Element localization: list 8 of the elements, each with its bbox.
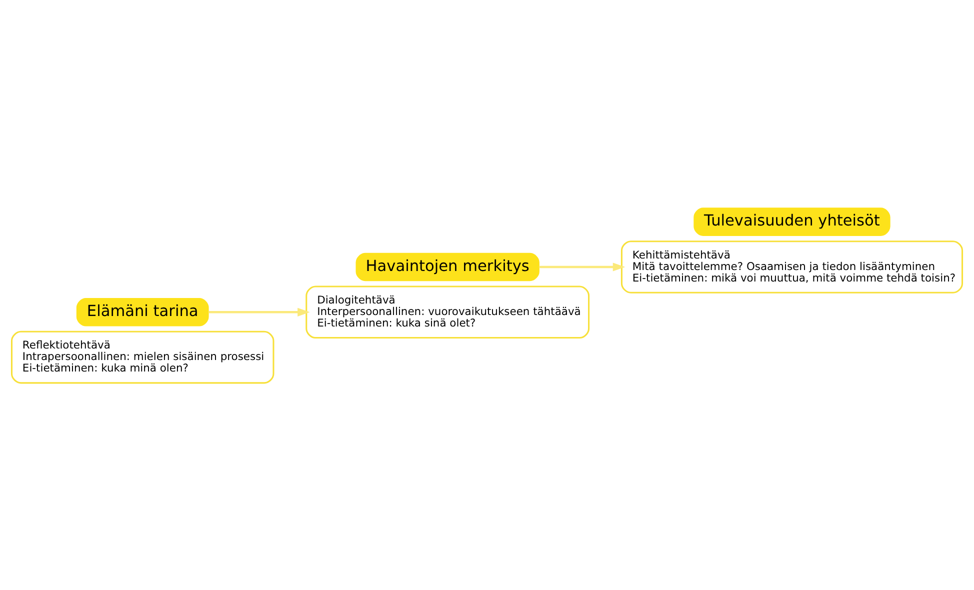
node-box: Kehittämistehtävä Mitä tavoittelemme? Osaamisen ja tiedon lisääntyminen Ei-tietäminen: mikä voi muuttua, mitä voimme tehdä toisin? [620,240,964,293]
node-box: Elämäni tarina [76,297,209,326]
node-box: Dialogitehtävä Interpersoonallinen: vuorovaikutukseen tähtäävä Ei-tietäminen: kuka sinä olet? [306,285,590,338]
node-box: Havaintojen merkitys [356,252,540,281]
node-box: Reflektiotehtävä Intrapersoonallinen: mielen sisäinen prosessi Ei-tietäminen: kuka minä olen? [10,330,274,384]
arrow [539,262,626,271]
node-box: Tulevaisuuden yhteisöt [694,207,890,236]
arrow [208,307,310,316]
